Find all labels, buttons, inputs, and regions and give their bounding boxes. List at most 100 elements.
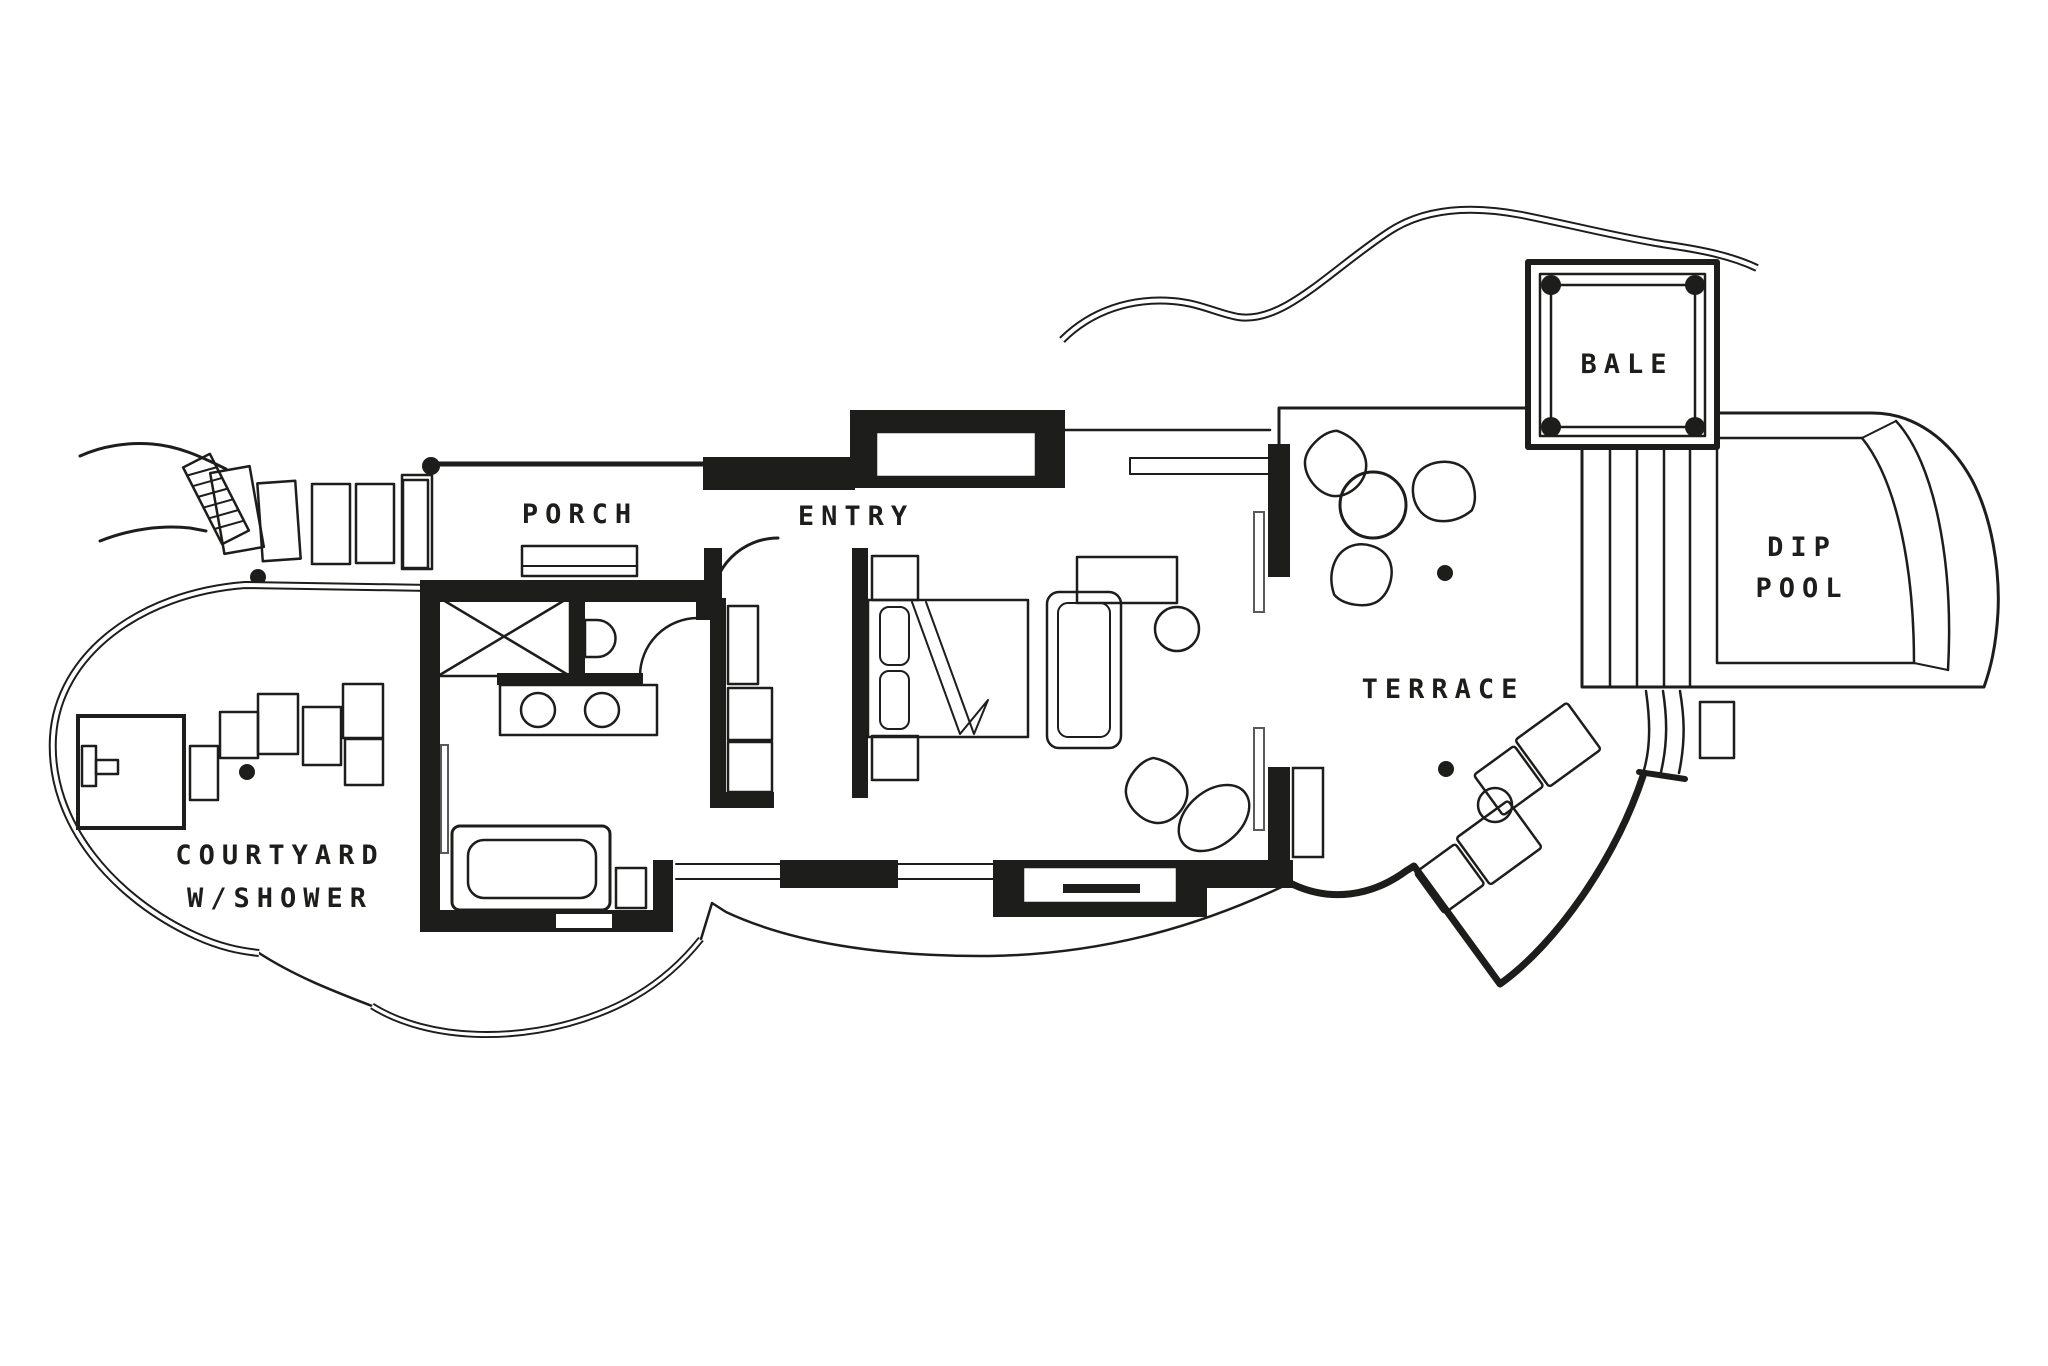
garden-path-north bbox=[1059, 205, 1759, 343]
room-labels: PORCH ENTRY TERRACE BALE DIP POOL COURTY… bbox=[175, 349, 1848, 914]
partition-wall bbox=[570, 597, 585, 676]
bath-step bbox=[614, 866, 648, 910]
column-dot bbox=[1438, 761, 1454, 777]
bale-frame bbox=[1549, 283, 1697, 429]
wardrobe-shelf bbox=[726, 740, 774, 794]
label-pool: POOL bbox=[1755, 573, 1848, 604]
terrace bbox=[1277, 406, 1736, 988]
pool-step-arc bbox=[1894, 419, 1951, 672]
chaise-icon bbox=[1177, 783, 1251, 853]
round-stool-icon bbox=[1153, 605, 1201, 653]
bale-post bbox=[1685, 417, 1705, 437]
wall-south-bath bbox=[420, 910, 653, 932]
pool-basin bbox=[1715, 411, 1916, 665]
label-bale: BALE bbox=[1580, 349, 1673, 380]
label-dip: DIP bbox=[1767, 532, 1837, 563]
nightstand bbox=[870, 734, 920, 782]
clerestory-window bbox=[1129, 457, 1269, 475]
vanity-wall bbox=[497, 673, 643, 685]
window-sill-bar bbox=[1063, 884, 1140, 893]
nightstand bbox=[870, 554, 920, 602]
pool-deck-outline bbox=[1580, 411, 2000, 689]
label-wshower: W/SHOWER bbox=[187, 883, 373, 914]
deck-plank-lines bbox=[1608, 445, 1692, 689]
bedroom bbox=[852, 548, 1251, 853]
stepping-stone bbox=[256, 479, 302, 563]
bale-platform bbox=[1525, 259, 1720, 450]
wall-north bbox=[703, 457, 855, 490]
site-boundary-south bbox=[257, 881, 1292, 1039]
courtyard-stepping-stones bbox=[188, 682, 385, 802]
column-dot bbox=[1437, 565, 1453, 581]
label-terrace: TERRACE bbox=[1362, 674, 1525, 705]
terrace-north-edge bbox=[1277, 406, 1530, 460]
stepping-stone-path-west bbox=[181, 452, 434, 585]
wall-east-upper bbox=[1268, 444, 1290, 577]
south-window bbox=[897, 863, 994, 880]
stepping-stone bbox=[208, 464, 266, 556]
wall-south bbox=[1205, 860, 1293, 888]
stepping-stone bbox=[354, 482, 396, 565]
glass-panel bbox=[1253, 511, 1265, 613]
door-jamb bbox=[696, 597, 712, 620]
outdoor-shower bbox=[76, 714, 186, 830]
porch-corner-post bbox=[422, 457, 440, 475]
wardrobe bbox=[710, 598, 774, 808]
wall-east-lower bbox=[1268, 767, 1290, 871]
stepping-stone bbox=[310, 482, 352, 566]
garden-path-west bbox=[78, 442, 228, 543]
south-window bbox=[675, 863, 781, 880]
dining-table-icon bbox=[1338, 470, 1408, 540]
dip-pool bbox=[1580, 411, 2000, 689]
headboard-wall bbox=[852, 548, 868, 798]
label-porch: PORCH bbox=[522, 499, 638, 530]
chair-icon bbox=[1113, 747, 1201, 836]
double-sink-vanity-icon bbox=[498, 683, 659, 737]
desk-icon bbox=[1075, 555, 1179, 605]
glass-panel bbox=[1253, 727, 1265, 831]
bale-inner-edge bbox=[1538, 272, 1707, 438]
glass-panel bbox=[440, 744, 449, 854]
wall-west bbox=[420, 580, 440, 930]
building-walls bbox=[401, 410, 1325, 932]
courtyard-wall bbox=[48, 580, 433, 957]
porch-bench bbox=[520, 544, 639, 578]
pillow bbox=[879, 606, 910, 666]
bale-post bbox=[1541, 417, 1561, 437]
pillow bbox=[879, 670, 910, 730]
dining-set-icon bbox=[1292, 420, 1481, 612]
folded-throw bbox=[911, 601, 989, 735]
wall-jog bbox=[653, 860, 673, 932]
shower-pad bbox=[76, 714, 186, 830]
porch-step bbox=[401, 478, 430, 570]
bale-post bbox=[1685, 275, 1705, 295]
toilet-icon bbox=[583, 618, 617, 659]
pool-step-arc bbox=[1860, 436, 1916, 665]
shower-knob-icon bbox=[94, 758, 120, 776]
entry-door-swing bbox=[710, 536, 780, 606]
shower-stall-icon bbox=[436, 595, 572, 678]
exterior-step bbox=[1291, 766, 1325, 859]
side-table-icon bbox=[1476, 786, 1514, 824]
entry-jamb bbox=[704, 548, 722, 604]
bed-icon bbox=[866, 598, 1030, 739]
bath-window-slit bbox=[556, 914, 612, 928]
sun-loungers-icon bbox=[1411, 701, 1603, 918]
column-dot bbox=[239, 764, 255, 780]
label-entry: ENTRY bbox=[798, 501, 914, 532]
north-window bbox=[874, 430, 1038, 479]
pool-step-ticks bbox=[1861, 420, 1949, 671]
bath-door-swing bbox=[638, 598, 700, 678]
terrace-steps bbox=[1636, 689, 1736, 782]
label-courtyard: COURTYARD bbox=[175, 840, 384, 871]
wardrobe-wall-cap bbox=[710, 792, 774, 808]
column-dot bbox=[250, 569, 266, 585]
terrace-curved-edge bbox=[1286, 772, 1647, 988]
wardrobe-shelf bbox=[726, 604, 760, 686]
bale-post bbox=[1541, 275, 1561, 295]
bathtub-icon bbox=[450, 824, 612, 912]
step-pad bbox=[1698, 700, 1736, 760]
bale-pavilion bbox=[1525, 259, 1720, 450]
